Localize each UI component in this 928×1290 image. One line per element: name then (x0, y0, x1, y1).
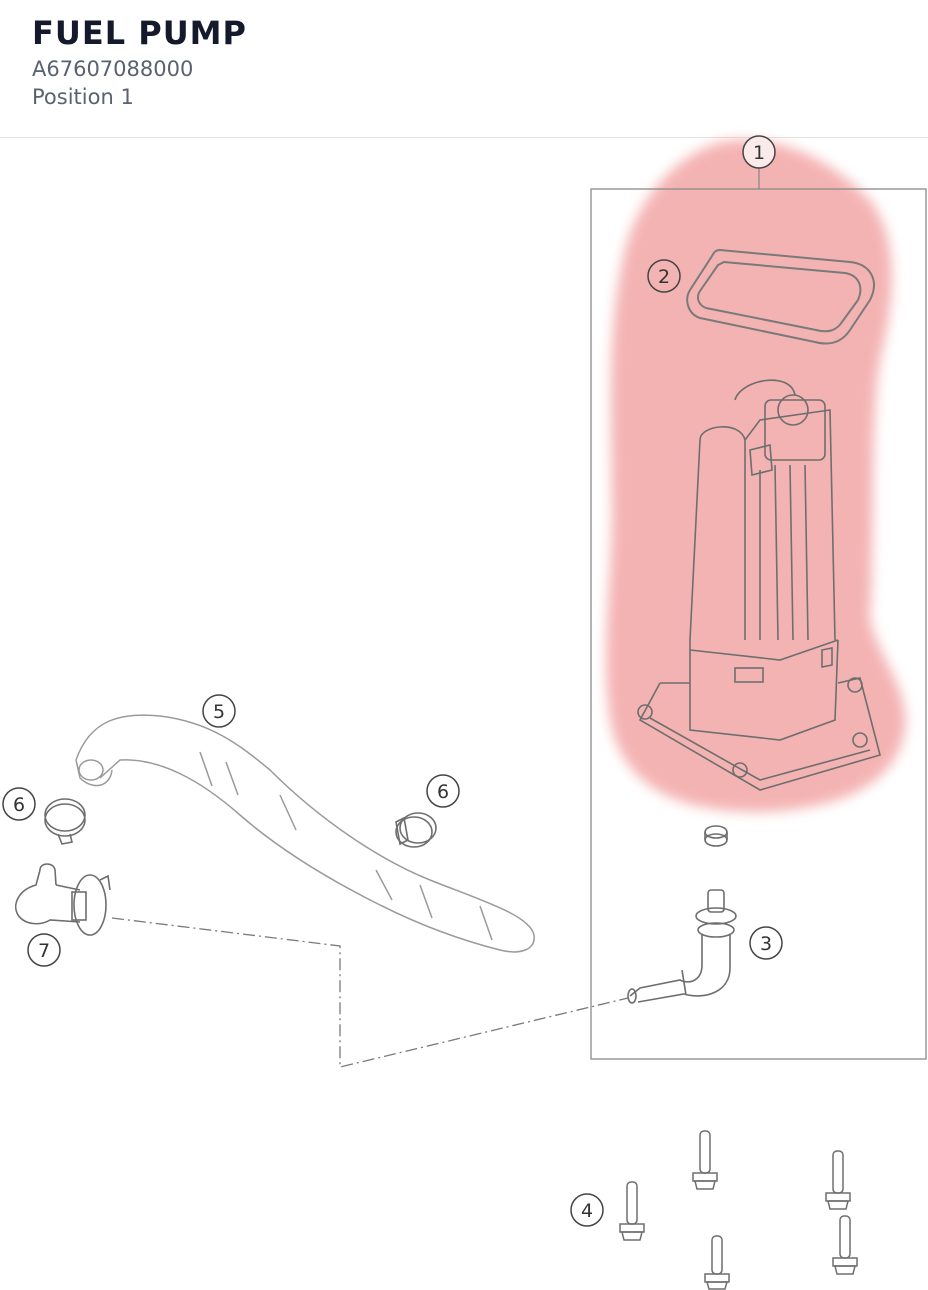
callout-1[interactable]: 1 (742, 135, 776, 169)
svg-text:5: 5 (213, 701, 225, 723)
part-number: A67607088000 (32, 57, 194, 81)
callout-2[interactable]: 2 (647, 259, 681, 293)
hose-clamp-left-part[interactable] (44, 798, 86, 845)
screw (825, 1150, 851, 1210)
svg-text:2: 2 (658, 266, 670, 288)
callout-6-left[interactable]: 6 (2, 787, 36, 821)
quick-connector-part[interactable] (14, 863, 111, 936)
page-header: FUEL PUMP A67607088000 Position 1 (0, 0, 928, 138)
callout-7[interactable]: 7 (27, 933, 61, 967)
svg-text:4: 4 (581, 1200, 593, 1222)
elbow-connector-part[interactable] (627, 889, 737, 1004)
hose-clamp-right-part[interactable] (395, 812, 437, 848)
screw (619, 1181, 645, 1241)
screw (692, 1130, 718, 1190)
connection-lines (111, 917, 629, 1068)
svg-text:1: 1 (753, 142, 765, 164)
svg-text:7: 7 (38, 940, 50, 962)
callout-5[interactable]: 5 (202, 694, 236, 728)
svg-text:6: 6 (13, 794, 25, 816)
fuel-hose-part[interactable] (75, 714, 535, 953)
screws-part[interactable] (619, 1130, 858, 1290)
screw (704, 1235, 730, 1290)
callout-3[interactable]: 3 (749, 926, 783, 960)
callout-6-right[interactable]: 6 (426, 774, 460, 808)
page-title: FUEL PUMP (32, 14, 247, 52)
callout-4[interactable]: 4 (570, 1193, 604, 1227)
gasket-part[interactable] (686, 248, 875, 345)
position-label: Position 1 (32, 85, 134, 109)
highlight-region[interactable] (606, 140, 906, 812)
svg-text:6: 6 (437, 781, 449, 803)
assembly-frame (590, 167, 927, 1060)
seal-ring-part[interactable] (704, 825, 728, 847)
screw (832, 1215, 858, 1275)
fuel-pump-part[interactable] (637, 379, 881, 791)
svg-text:3: 3 (760, 933, 772, 955)
